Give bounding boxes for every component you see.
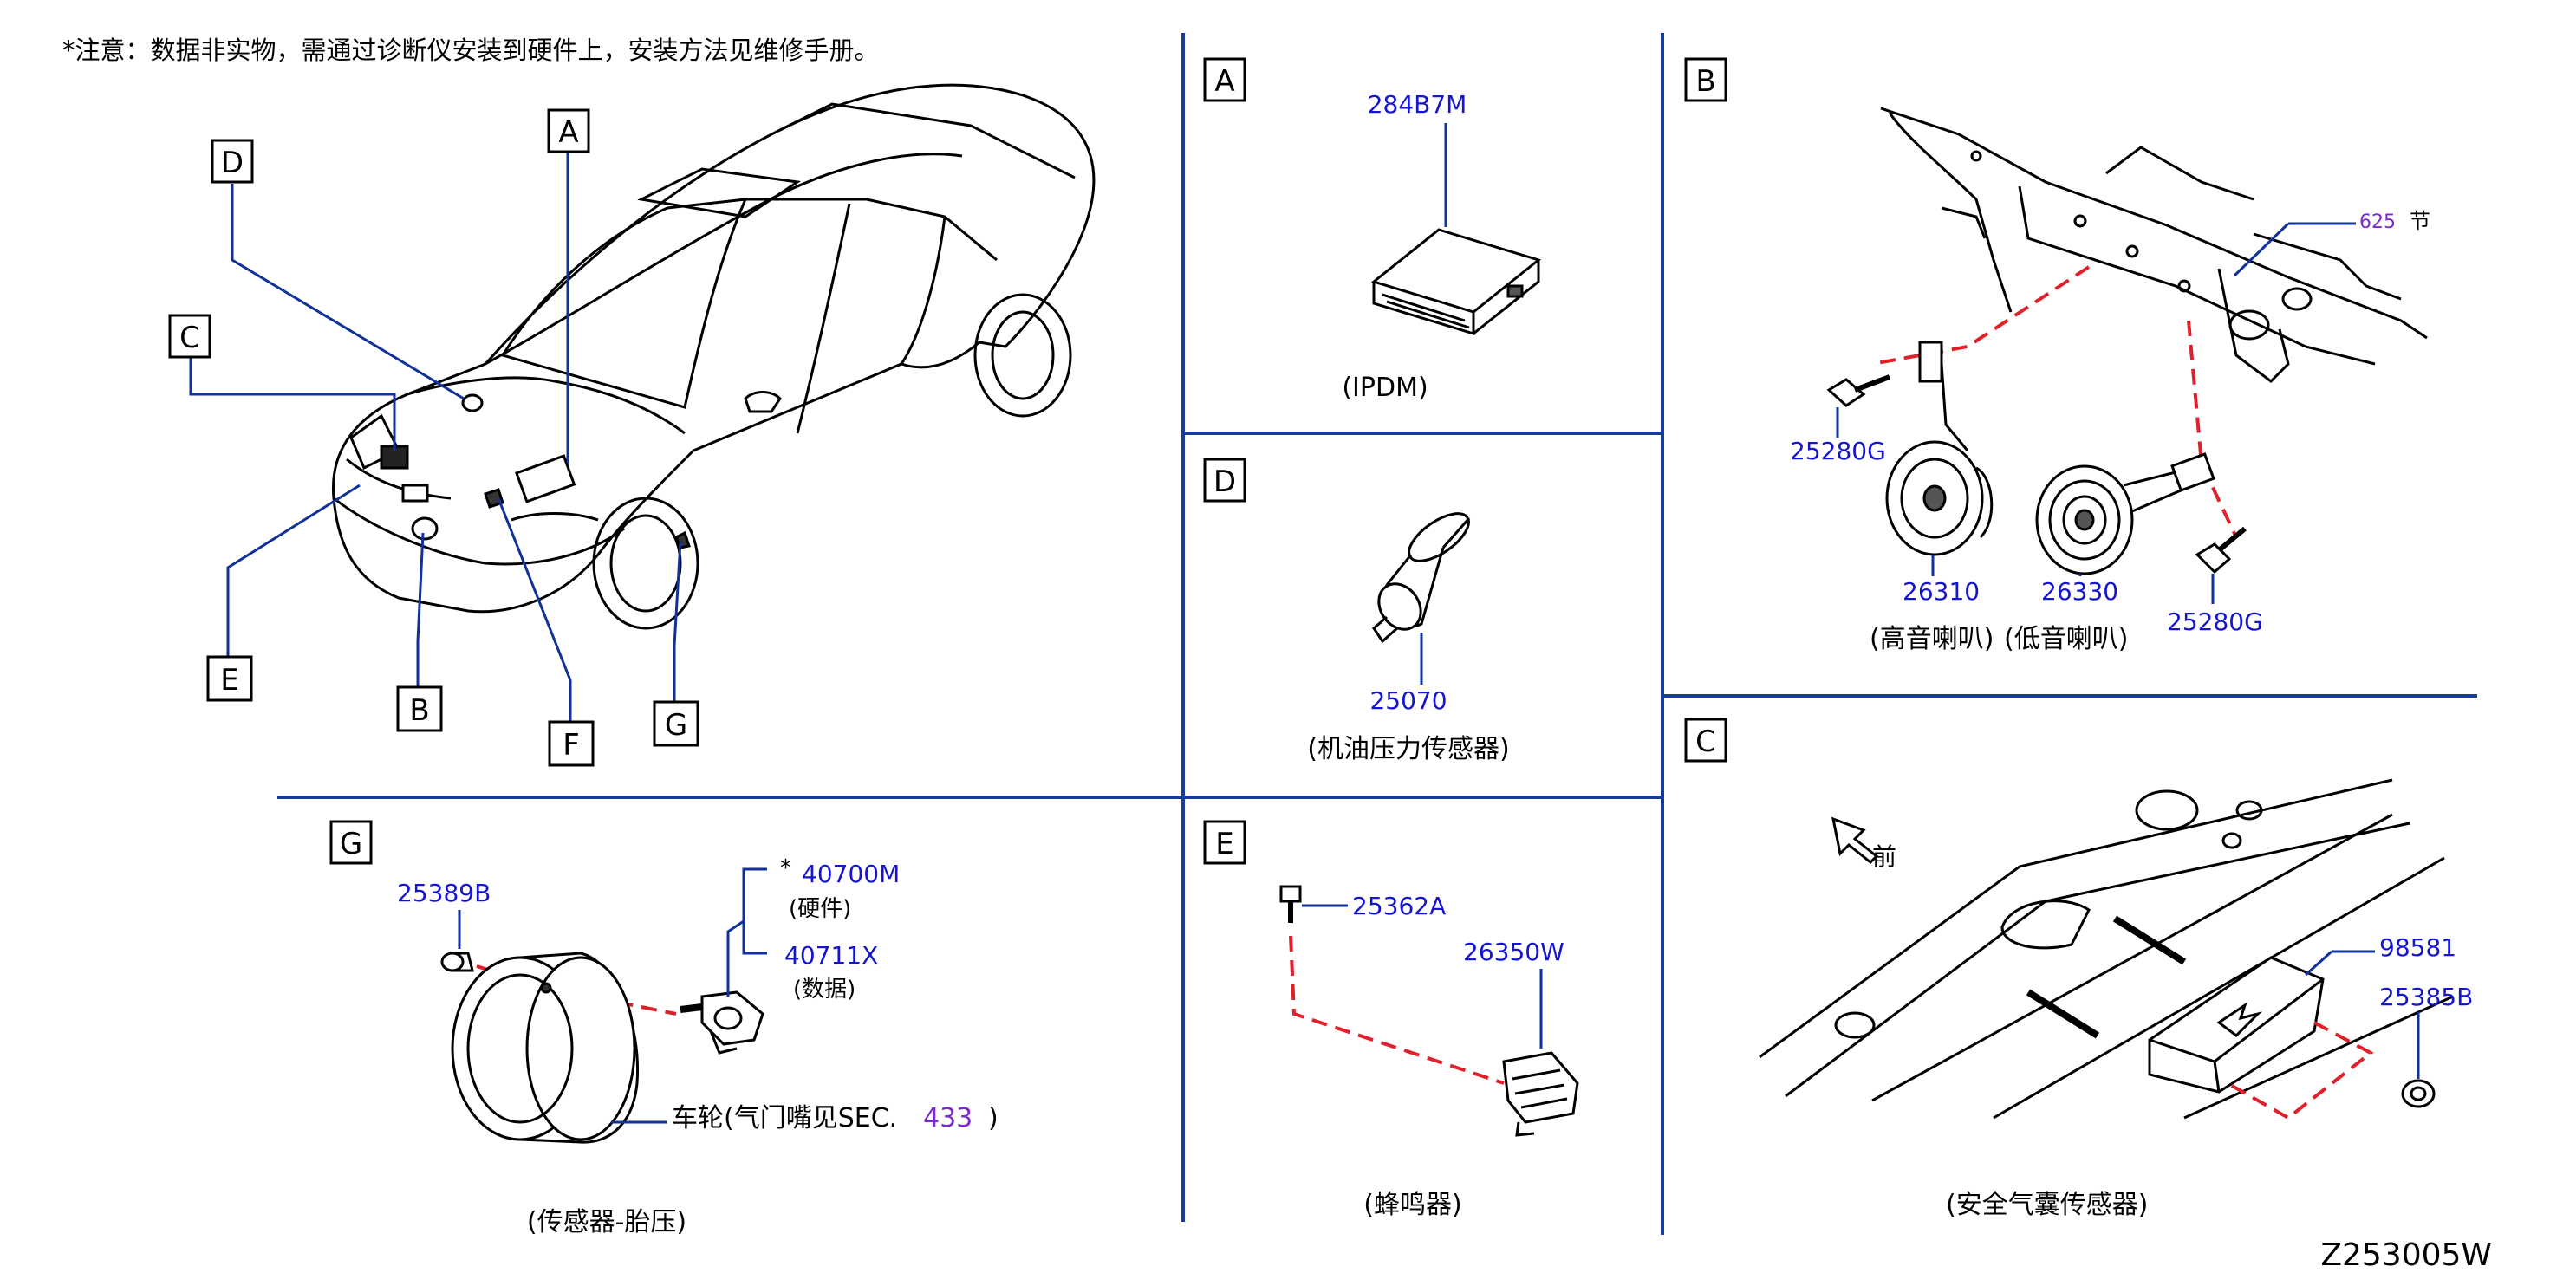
callout-c: C — [168, 314, 211, 359]
svg-text:C: C — [179, 321, 200, 355]
panel-b-letter: B — [1695, 64, 1715, 99]
high-horn-caption: (高音喇叭) — [1870, 624, 1994, 654]
diagram-code: Z253005W — [2320, 1237, 2492, 1273]
panel-a-letter: A — [1214, 64, 1234, 99]
panel-b: B 625 节 25280G — [1684, 57, 2430, 654]
wheel-label-close: ) — [988, 1103, 999, 1133]
bolt-left-part-number: 25280G — [1790, 437, 1886, 465]
high-horn-part-number: 26310 — [1903, 577, 1980, 606]
oil-sensor-caption: (机油压力传感器) — [1307, 734, 1509, 764]
panel-a: A 284B7M (IPDM) — [1203, 57, 1542, 403]
svg-text:E: E — [220, 663, 238, 698]
bolt-left-illustration — [1826, 374, 1891, 407]
airbag-sensor-part-number: 98581 — [2379, 933, 2456, 962]
buzzer-part-number: 26350W — [1463, 938, 1564, 966]
panel-e: E 25362A 26350W (蜂鸣器) — [1203, 820, 1579, 1220]
buzzer-caption: (蜂鸣器) — [1363, 1190, 1461, 1220]
oil-pressure-sensor-illustration — [1372, 512, 1471, 644]
front-direction-arrow — [1831, 816, 1879, 865]
tpms-hardware-label: (硬件) — [789, 896, 851, 922]
panel-g-letter: G — [340, 827, 362, 861]
low-horn-caption: (低音喇叭) — [2004, 624, 2128, 654]
low-horn-part-number: 26330 — [2041, 577, 2118, 606]
oil-sensor-part-number: 25070 — [1369, 686, 1447, 715]
front-frame-illustration — [1880, 107, 2428, 383]
valve-cap-illustration — [440, 952, 474, 972]
overview-leaders — [189, 152, 682, 728]
valve-cap-part-number: 25389B — [397, 879, 491, 907]
panel-g: G 25389B * 40700M (硬件) 40711X (数据) 车轮(气门 — [329, 820, 999, 1237]
wheel-ref-page: 433 — [923, 1103, 973, 1133]
callout-d: D — [211, 139, 254, 184]
svg-text:F: F — [563, 728, 580, 763]
panel-c-letter: C — [1695, 724, 1716, 759]
low-horn-illustration — [2035, 452, 2215, 575]
panel-d-letter: D — [1213, 464, 1236, 499]
bolt-right-illustration — [2195, 526, 2247, 575]
ipdm-caption: (IPDM) — [1342, 373, 1428, 403]
svg-text:B: B — [409, 693, 429, 728]
callout-f: F — [548, 720, 595, 767]
car-overview-illustration — [331, 83, 1096, 630]
ipdm-part-number: 284B7M — [1368, 90, 1467, 119]
bolt-right-part-number: 25280G — [2167, 607, 2263, 636]
frame-ref-suffix: 节 — [2410, 209, 2430, 233]
tpms-data-part-number: 40711X — [784, 941, 878, 970]
tpms-data-label: (数据) — [793, 977, 855, 1003]
buzzer-illustration — [1502, 1051, 1579, 1137]
callout-e: E — [206, 655, 253, 702]
panel-dividers — [277, 33, 2477, 1235]
buzzer-bolt-part-number: 25362A — [1352, 892, 1446, 920]
airbag-nut-part-number: 25385B — [2379, 983, 2473, 1011]
panel-e-letter: E — [1215, 827, 1233, 861]
floor-panel-illustration — [1759, 778, 2454, 1120]
ipdm-module-illustration — [1370, 228, 1542, 336]
front-direction-label: 前 — [1872, 842, 1896, 871]
airbag-nut-illustration — [2401, 1079, 2436, 1108]
high-horn-illustration — [1885, 341, 1994, 556]
tpms-asterisk: * — [780, 855, 791, 881]
airbag-sensor-illustration — [2026, 915, 2325, 1094]
wheel-label: 车轮(气门嘴见SEC. — [672, 1103, 897, 1133]
airbag-sensor-caption: (安全气囊传感器) — [1946, 1190, 2148, 1220]
tpms-sensor-illustration — [680, 990, 764, 1055]
svg-text:A: A — [558, 115, 578, 150]
tpms-hardware-part-number: 40700M — [802, 860, 900, 888]
callout-b: B — [396, 685, 443, 732]
frame-ref-page: 625 — [2359, 211, 2396, 233]
panel-c: C 前 98581 — [1684, 718, 2473, 1220]
callout-a: A — [547, 108, 590, 153]
tpms-caption: (传感器-胎压) — [527, 1207, 686, 1237]
callout-g: G — [653, 700, 699, 747]
wheel-illustration — [451, 952, 640, 1144]
note-text: *注意：数据非实物，需通过诊断仪安装到硬件上，安装方法见维修手册。 — [62, 36, 880, 65]
buzzer-bolt-illustration — [1279, 885, 1302, 923]
panel-d: D 25070 (机油压力传感器) — [1203, 458, 1510, 764]
svg-text:G: G — [665, 708, 687, 743]
svg-text:D: D — [221, 146, 244, 180]
